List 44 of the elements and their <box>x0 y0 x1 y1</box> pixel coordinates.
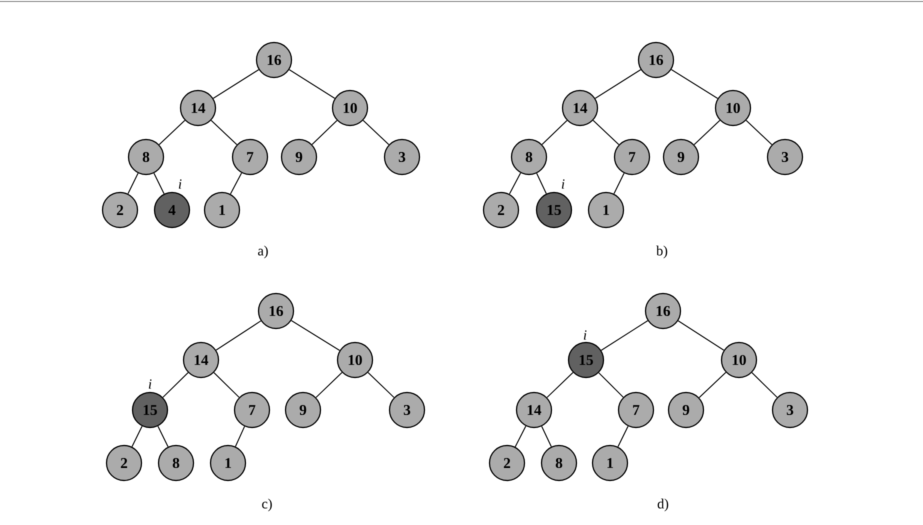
tree-edge <box>368 372 394 398</box>
tree-edge <box>514 426 526 448</box>
tree-edge <box>230 172 242 194</box>
tree-edge <box>157 426 169 448</box>
tree-edge <box>670 69 718 99</box>
tree-edge <box>600 320 648 351</box>
tree-edge <box>316 372 342 398</box>
tree-edge <box>694 120 720 146</box>
tree-edge <box>153 172 165 194</box>
tree-edge <box>210 120 238 146</box>
tree-edge <box>746 120 772 146</box>
tree-edge <box>131 426 143 448</box>
tree-edge <box>751 372 778 398</box>
tree-edge <box>594 69 642 99</box>
tree-edge <box>617 426 629 448</box>
tree-edge <box>536 172 547 194</box>
tree-edge <box>212 69 260 99</box>
tree-edge <box>362 120 390 146</box>
tree-edge <box>158 120 186 146</box>
tree-edge <box>312 120 338 145</box>
panel-caption: d) <box>658 498 668 512</box>
index-label: i <box>148 379 152 389</box>
tree-edge <box>592 120 620 146</box>
tree-edge <box>541 426 552 448</box>
tree-edge <box>542 120 568 145</box>
tree-edge <box>613 172 625 194</box>
panel-caption: b) <box>656 246 668 258</box>
tree-edge <box>288 69 336 99</box>
index-label: i <box>584 330 587 340</box>
tree-edge <box>598 372 624 398</box>
tree-edge <box>290 320 340 351</box>
index-label: i <box>178 179 182 189</box>
tree-edge <box>216 320 262 351</box>
tree-edge <box>127 172 139 194</box>
tree-edge <box>698 372 726 398</box>
tree-edge <box>508 172 522 194</box>
tree-edge <box>213 372 240 398</box>
tree-edge <box>678 320 724 351</box>
tree-edge <box>234 426 246 447</box>
index-label: i <box>562 179 565 189</box>
panel-caption: c) <box>262 498 272 512</box>
panel-caption: a) <box>258 246 268 258</box>
tree-edge <box>162 372 189 398</box>
tree-edge <box>546 372 574 398</box>
